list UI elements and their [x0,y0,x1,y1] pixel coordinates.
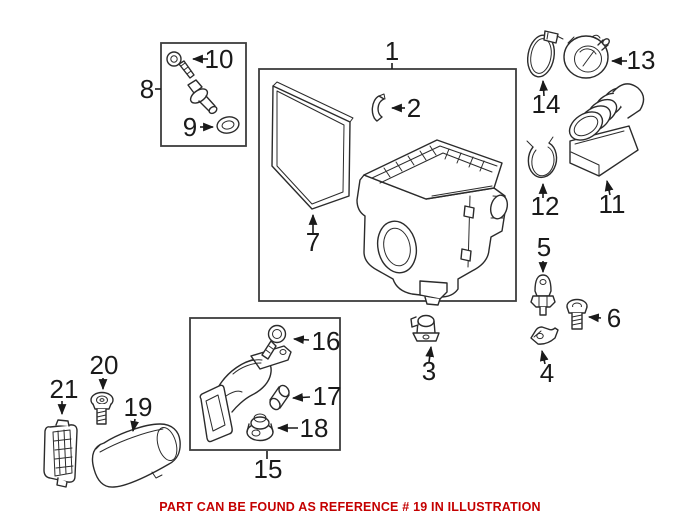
part-20-screw-drawing [90,391,114,425]
leader-arrow-6 [587,313,602,323]
group-box-1 [258,68,517,302]
callout-7: 7 [306,227,320,257]
callout-15: 15 [254,454,283,484]
callout-4: 4 [540,358,554,388]
part-7-air-filter-drawing [271,81,354,210]
part-6-screw-drawing [566,298,588,330]
part-11-intake-duct-drawing [568,83,645,177]
callout-8: 8 [140,74,154,104]
callout-10: 10 [205,44,234,74]
part-9-seal-ring-drawing [216,116,240,134]
part-19-air-scoop-drawing [91,423,181,488]
leader-arrow-4 [539,349,549,365]
callout-11: 11 [599,189,626,219]
part-18-grommet-drawing [246,413,274,442]
part-12-hose-clamp-drawing [526,136,558,179]
part-14-hose-clamp-drawing [526,30,564,78]
callout-16: 16 [312,326,341,356]
callout-12: 12 [531,191,560,221]
leader-lines [57,54,627,459]
callout-9: 9 [183,112,197,142]
callout-3: 3 [422,356,436,386]
callout-14: 14 [532,89,561,119]
callout-21: 21 [50,374,79,404]
callout-6: 6 [607,303,621,333]
callout-2: 2 [407,93,421,123]
callout-17: 17 [313,381,342,411]
leader-arrow-14 [539,79,549,97]
part-10-screw-drawing [166,51,195,79]
callout-20: 20 [90,350,119,380]
leader-arrow-11 [604,179,614,196]
callout-13: 13 [627,45,656,75]
callout-18: 18 [300,413,329,443]
part-8-sensor-drawing [187,79,218,115]
part-1-air-cleaner-housing-drawing [356,139,509,306]
group-box-15 [189,317,341,451]
part-2-clip-drawing [371,93,386,122]
leader-arrow-19 [130,418,139,433]
part-13-sensor-housing-drawing [563,34,610,79]
part-15-intake-tube-drawing [199,345,292,443]
group-box-8 [160,42,247,147]
callout-labels: 1 2 3 4 5 6 7 8 9 10 11 12 13 14 15 16 1… [50,36,656,484]
leader-arrow-3 [425,345,435,363]
part-16-screw-drawing [261,324,287,360]
part-5-ball-stud-drawing [530,274,556,316]
reference-note: PART CAN BE FOUND AS REFERENCE # 19 IN I… [159,500,541,514]
leader-arrow-16 [292,335,310,345]
part-4-bracket-drawing [530,326,559,345]
callout-19: 19 [124,392,153,422]
callout-1: 1 [385,36,399,66]
part-17-pin-drawing [269,384,290,411]
leader-arrow-17 [291,393,311,402]
part-21-grille-drawing [43,419,78,488]
part-3-clip-drawing [410,314,440,342]
callout-5: 5 [537,232,551,262]
